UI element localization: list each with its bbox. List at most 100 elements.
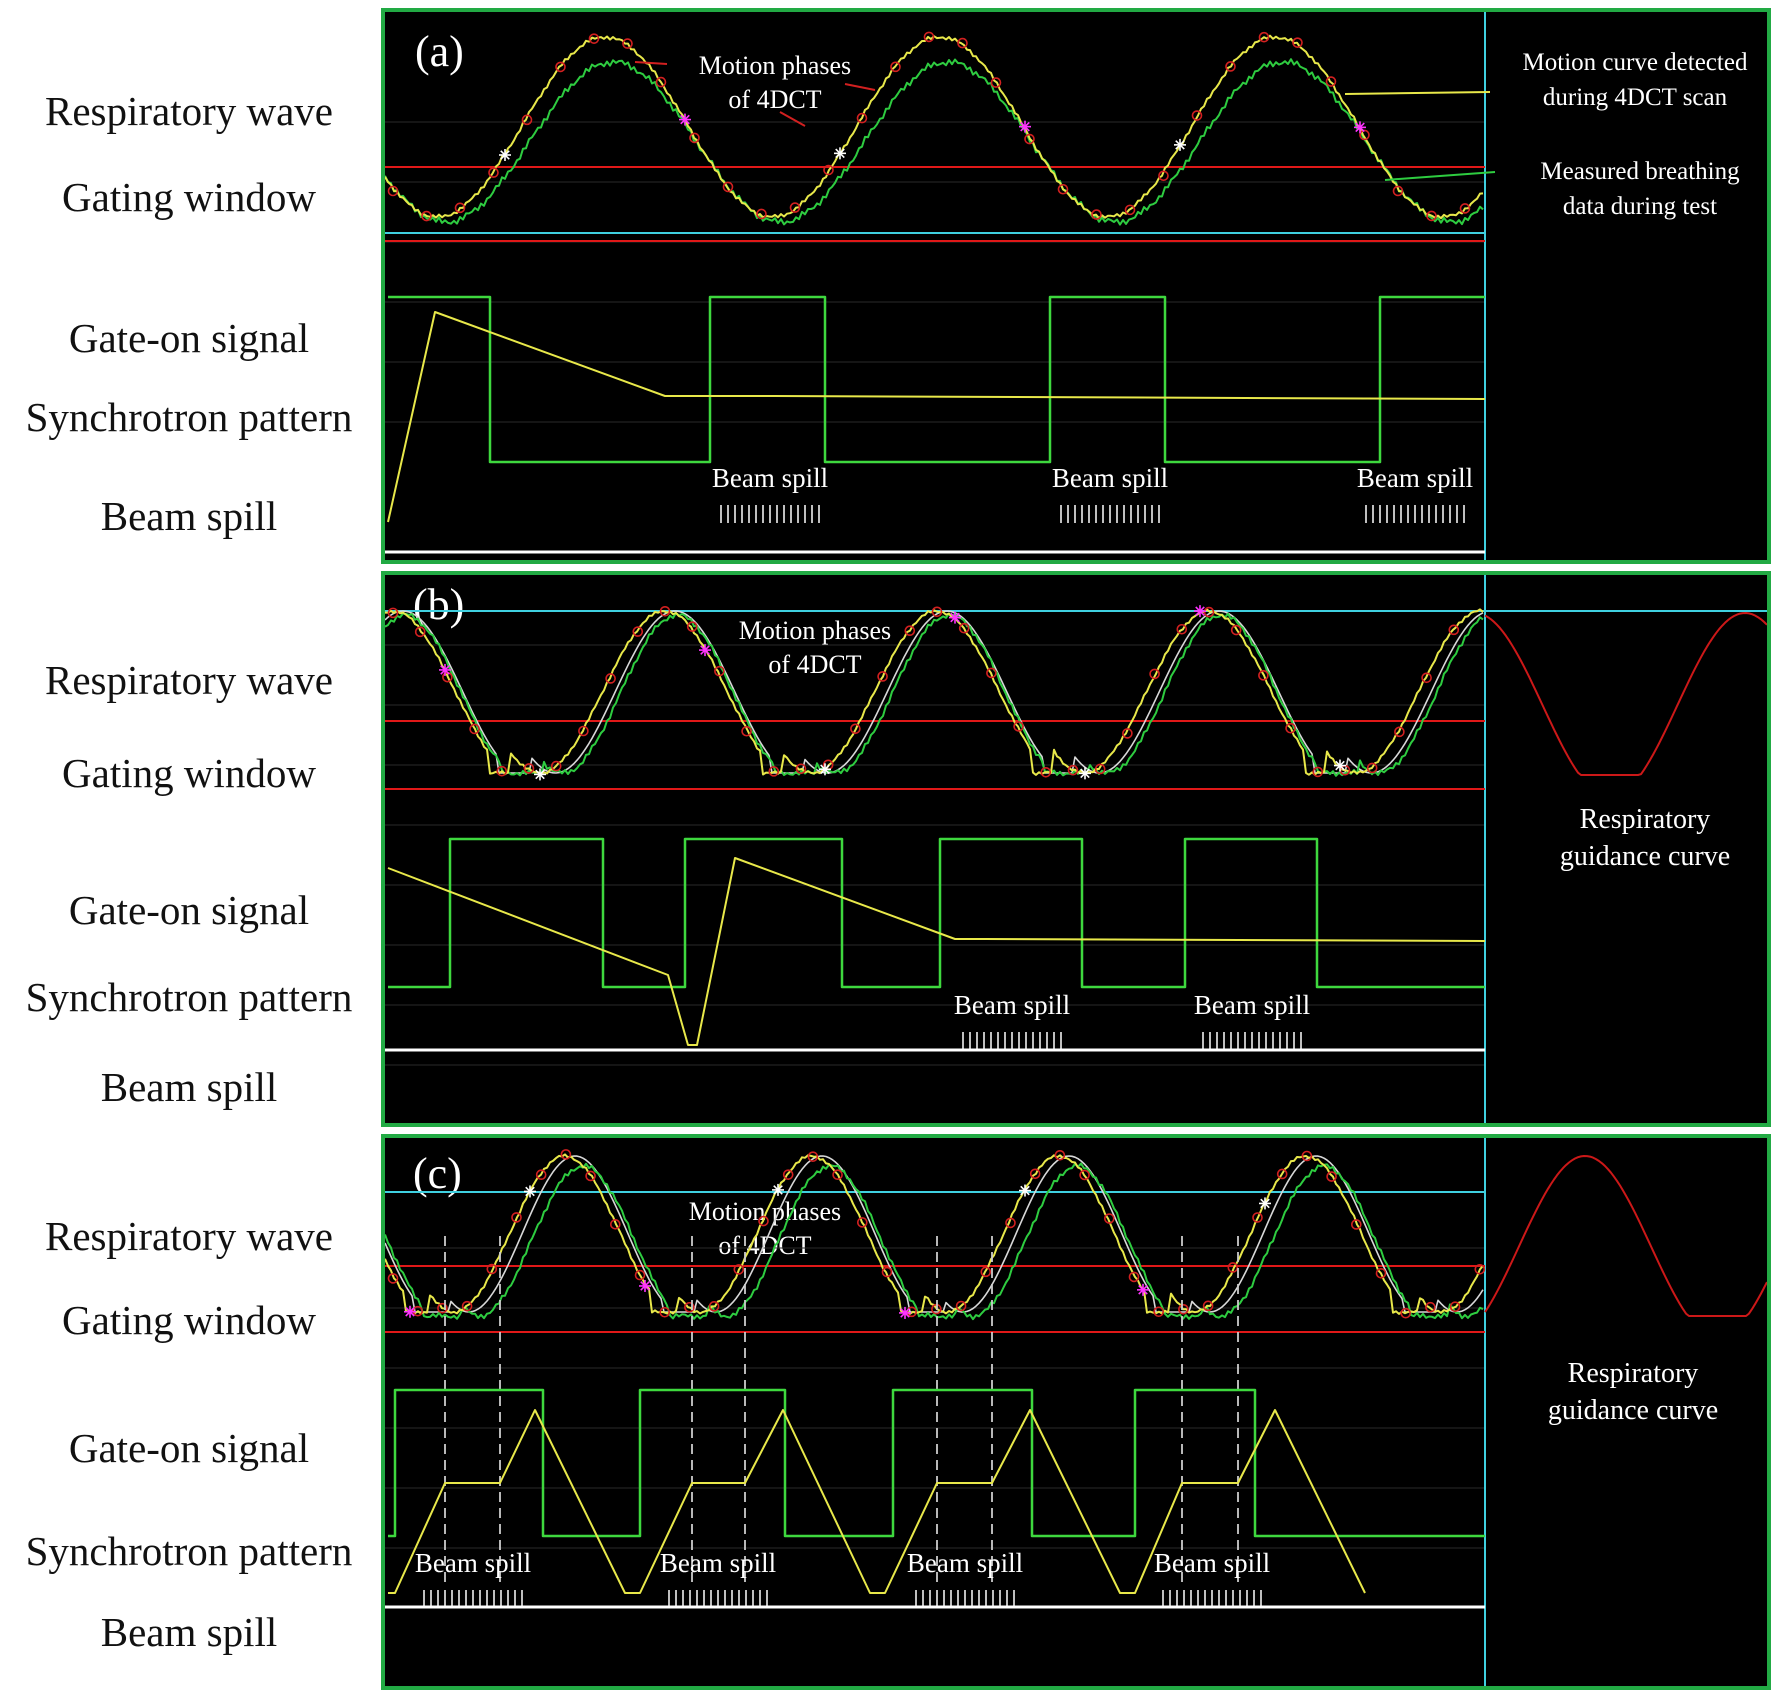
motion-phase-marker [1258, 670, 1269, 681]
panel-c-motion-phases-line2: of 4DCT [718, 1231, 811, 1260]
motion-phase-marker [634, 1269, 646, 1281]
panel-a-motion-phases-line2: of 4DCT [728, 85, 821, 114]
label-synchrotron-pattern-b: Synchrotron pattern [25, 974, 353, 1020]
white-star [499, 148, 511, 161]
motion-phase-marker [578, 725, 589, 737]
motion-phase-marker [1459, 203, 1471, 214]
motion-phase-marker [387, 1273, 399, 1284]
motion-phase-marker [856, 1217, 868, 1228]
panel-b-motion-phases-line2: of 4DCT [768, 650, 861, 679]
motion-phase-marker [585, 1170, 596, 1182]
motion-phase-marker [1426, 210, 1437, 222]
motion-phase-marker [511, 1212, 522, 1223]
magenta-star [1194, 605, 1206, 618]
motion-phase-marker [1448, 624, 1460, 636]
label-respiratory-wave-a: Respiratory wave [44, 88, 334, 134]
motion-phase-marker [1153, 1306, 1165, 1318]
motion-phase-marker [1013, 721, 1024, 732]
motion-phase-marker [1392, 185, 1404, 197]
motion-curve-4dct [385, 608, 1484, 776]
label-gating-window-b: Gating window [62, 750, 316, 796]
motion-phase-marker [496, 765, 508, 777]
motion-phase-marker [1227, 1262, 1239, 1273]
motion-phase-marker [1366, 762, 1378, 774]
panel-b-tag: (b) [413, 580, 464, 629]
white-star [524, 1185, 536, 1198]
white-star [534, 768, 546, 781]
motion-phase-marker [756, 208, 767, 220]
panel-a-measured-line1: Measured breathing [1540, 158, 1740, 185]
motion-phase-marker [923, 31, 935, 43]
label-synchrotron-pattern-a: Synchrotron pattern [25, 394, 353, 440]
label-gate-on-signal-a: Gate-on signal [68, 315, 310, 361]
motion-phase-marker [768, 766, 780, 777]
beam-spill-c-2-label: Beam spill [660, 1548, 776, 1578]
motion-phase-marker [986, 667, 997, 679]
reference-curve [385, 610, 1484, 774]
beam-spill-a-2-label: Beam spill [1052, 463, 1168, 493]
motion-phase-marker [1285, 722, 1296, 734]
motion-phase-marker [832, 1169, 843, 1181]
motion-phase-marker [550, 760, 562, 772]
magenta-star [949, 611, 961, 624]
motion-phase-marker [1421, 672, 1432, 684]
motion-phase-marker [795, 763, 807, 775]
gate-on-signal-trace [388, 295, 1485, 464]
motion-phase-marker [437, 1302, 448, 1314]
motion-phase-marker [1054, 1150, 1066, 1161]
motion-phase-marker [1067, 764, 1079, 776]
motion-phase-marker [1203, 606, 1215, 618]
reference-curve [385, 1155, 1484, 1313]
motion-phase-marker [1191, 110, 1203, 121]
white-star [1174, 138, 1186, 151]
motion-phase-marker [1258, 31, 1270, 43]
motion-phase-marker [1276, 1168, 1288, 1180]
motion-phase-marker [758, 1215, 769, 1227]
magenta-star [899, 1306, 911, 1319]
motion-phase-marker [1312, 766, 1324, 778]
motion-phase-marker [957, 37, 968, 49]
motion-phase-marker [823, 164, 834, 176]
motion-phase-marker [1079, 1169, 1090, 1181]
motion-phase-marker [1178, 1303, 1189, 1315]
arrow-motion-phases-2 [844, 83, 876, 91]
beam-spill-a-1-label: Beam spill [712, 463, 828, 493]
motion-phase-marker [1202, 1300, 1214, 1312]
measured-breathing-curve [385, 1162, 1484, 1321]
motion-phase-marker [588, 33, 600, 44]
motion-phase-marker [454, 202, 466, 214]
panel-c-guidance-line1: Respiratory [1568, 1358, 1699, 1389]
motion-phase-marker [1325, 76, 1337, 87]
motion-phase-marker [733, 1264, 745, 1275]
panel-b-guidance-line2: guidance curve [1560, 841, 1730, 872]
magenta-star [699, 644, 711, 657]
gate-on-signal-trace [388, 1388, 1485, 1538]
motion-phase-marker [955, 1300, 967, 1312]
motion-phase-marker [877, 671, 888, 682]
motion-phase-marker [684, 1301, 695, 1313]
panel-b-motion-phases-line1: Motion phases [739, 616, 891, 645]
panel-a-measured-line2: data during test [1563, 193, 1717, 220]
motion-phase-marker [605, 673, 616, 684]
beam-spill-a-3-label: Beam spill [1357, 463, 1473, 493]
arrow-motion-phases-3 [779, 111, 806, 127]
motion-phase-marker [1005, 1217, 1016, 1229]
magenta-star [1019, 120, 1031, 133]
panel-a-motion-curve-line1: Motion curve detected [1523, 49, 1748, 76]
panel-b-guidance-line1: Respiratory [1580, 804, 1711, 835]
motion-phase-marker [1326, 1171, 1337, 1182]
panel-c-plot: (c) Motion phases of 4DCT Respiratory gu… [385, 1138, 1767, 1686]
motion-phase-marker [1057, 183, 1069, 195]
motion-phase-marker [421, 210, 432, 222]
motion-phase-marker [722, 181, 734, 193]
motion-phase-marker [931, 606, 943, 618]
motion-phase-marker [622, 38, 633, 49]
motion-phase-marker [1103, 1213, 1115, 1224]
synchrotron-pattern-trace [387, 857, 1486, 1046]
motion-phase-marker [659, 1306, 671, 1318]
motion-phase-marker [714, 665, 725, 677]
motion-phase-marker [486, 1263, 498, 1275]
motion-phase-marker [782, 1169, 794, 1180]
white-star [1019, 1184, 1031, 1197]
motion-phase-marker [1124, 204, 1136, 216]
